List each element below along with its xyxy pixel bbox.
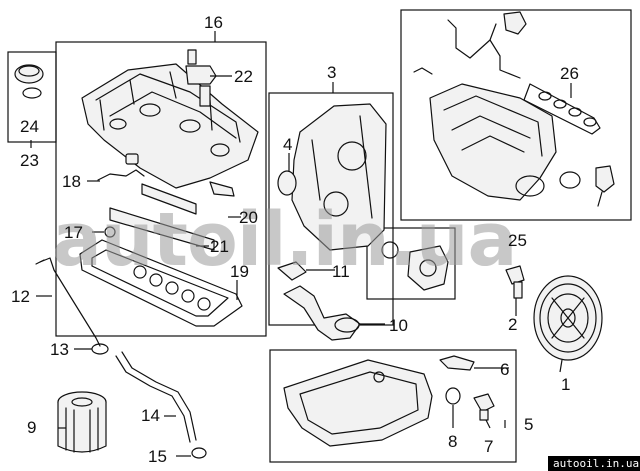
pcv-stem-part: [597, 191, 603, 207]
callout-7: 7: [484, 437, 493, 456]
callout-26: 26: [560, 64, 579, 83]
footer-badge: [548, 456, 640, 471]
vacuum-hose-part: [447, 19, 497, 59]
callout-10: 10: [389, 316, 408, 335]
intake-manifold-part: [429, 83, 557, 201]
callout-17: 17: [64, 223, 83, 242]
manifold-gasket-part: [523, 83, 601, 135]
vacuum-hose-2-part: [489, 39, 521, 79]
pickup-gasket-part: [277, 261, 307, 281]
valve-cover-group-box: [55, 41, 267, 337]
callout-20: 20: [239, 208, 258, 227]
throttle-gasket-part: [559, 171, 581, 189]
callout-12: 12: [11, 287, 30, 306]
callout-25: 25: [508, 231, 527, 250]
callout-labels: 1 2 3 4 5 6 7 8 9 10 11 12 13 14 15 16 1…: [11, 13, 579, 466]
grommet-part: [125, 153, 139, 165]
dipstick-handle-part: [35, 259, 45, 265]
oil-cap-group-box: [7, 51, 57, 143]
oring-15-part: [191, 447, 207, 459]
cam-sensor-part: [185, 49, 217, 107]
pcv-part: [595, 165, 615, 193]
small-hose-part: [413, 67, 433, 75]
oil-pan-part: [283, 359, 433, 447]
callout-15: 15: [148, 447, 167, 466]
timing-cover-part: [291, 103, 387, 251]
callout-2: 2: [508, 315, 517, 334]
callout-8: 8: [448, 432, 457, 451]
valve-cover-part: [81, 63, 259, 189]
dipstick-part: [39, 257, 101, 347]
callout-18: 18: [62, 172, 81, 191]
callout-16: 16: [204, 13, 223, 32]
oil-cap-part: [14, 64, 44, 99]
drain-plug-part: [473, 393, 495, 421]
callout-6: 6: [500, 360, 509, 379]
baffle-upper-part: [141, 183, 197, 215]
grommet-17-part: [104, 226, 116, 238]
oil-filter-part: [57, 391, 107, 453]
footer-url: autooil.in.ua: [553, 457, 639, 470]
callout-14: 14: [141, 406, 160, 425]
intake-manifold-group-box: [400, 9, 632, 221]
leader-lines: [30, 31, 572, 457]
oil-pan-group-box: [269, 349, 517, 463]
callout-24: 24: [20, 117, 39, 136]
callout-1: 1: [561, 375, 570, 394]
callout-4: 4: [283, 135, 292, 154]
pcv-valve-part: [209, 181, 235, 197]
washer-8-part: [445, 387, 461, 405]
callout-9: 9: [27, 418, 36, 437]
baffle-6-part: [439, 355, 475, 371]
crank-seal-part: [277, 170, 297, 196]
oil-pickup-part: [283, 285, 361, 341]
dipstick-tube-inner-part: [121, 351, 197, 441]
oil-pump-group-box: [366, 227, 456, 300]
baffle-lower-part: [109, 207, 215, 251]
watermark-text: autoil.in.ua: [52, 197, 516, 283]
pulley-bolt-part: [505, 265, 525, 299]
callout-23: 23: [20, 151, 39, 170]
oil-pump-part: [381, 241, 449, 291]
dipstick-tube-part: [115, 355, 191, 443]
valve-cover-gasket-part: [79, 239, 243, 327]
callout-11: 11: [332, 262, 350, 281]
callout-3: 3: [327, 63, 336, 82]
callout-13: 13: [50, 340, 69, 359]
callout-19: 19: [230, 262, 249, 281]
callout-21: 21: [210, 237, 229, 256]
callout-22: 22: [234, 67, 253, 86]
callout-5: 5: [524, 415, 533, 434]
pcv-hose-part: [97, 169, 145, 181]
purge-valve-part: [503, 11, 527, 35]
crank-pulley-part: [533, 275, 603, 361]
